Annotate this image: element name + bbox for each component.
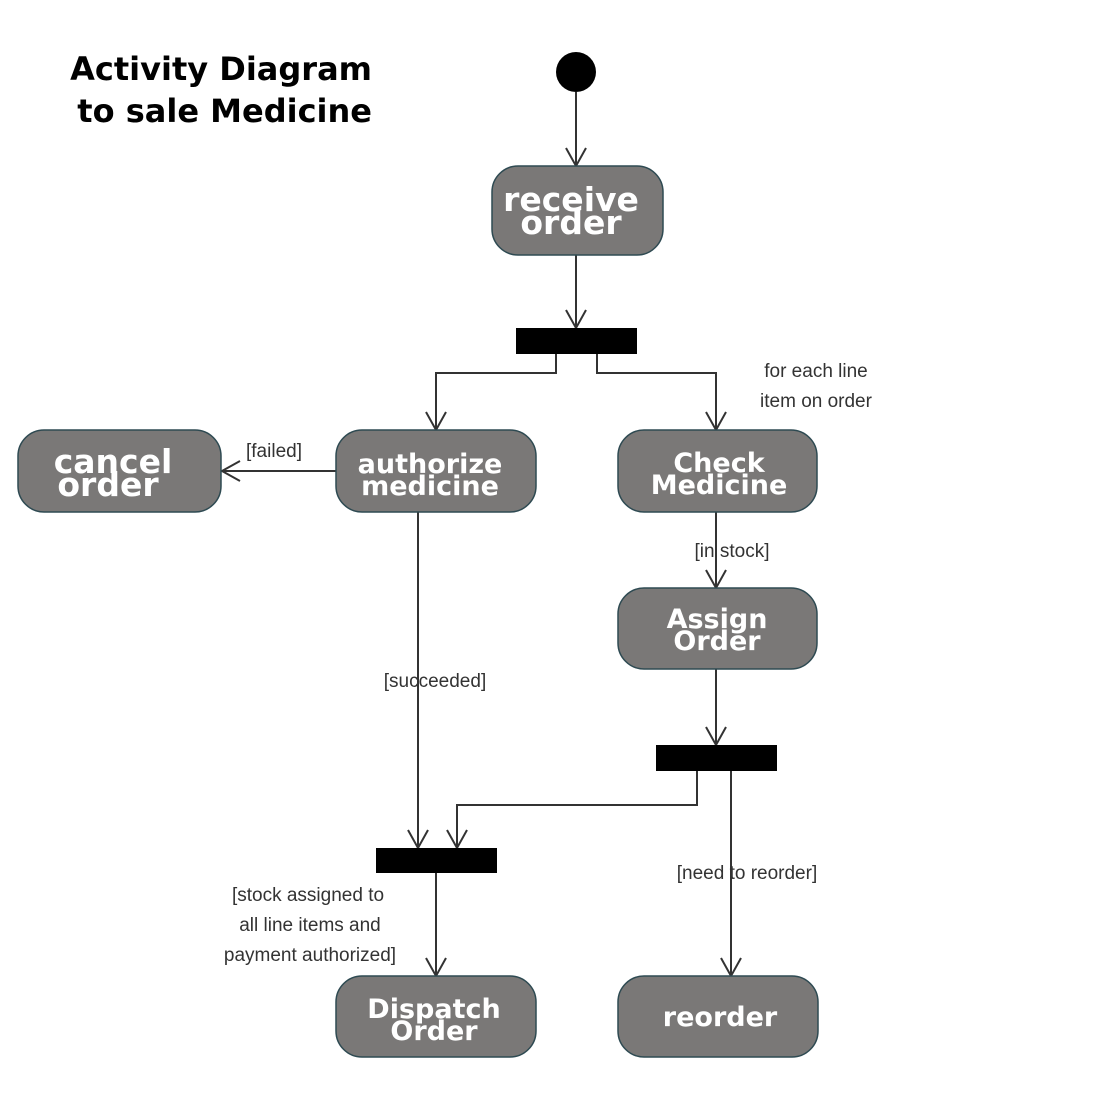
join-bar bbox=[376, 848, 497, 873]
node-box bbox=[335, 429, 537, 513]
action-assign-order: Assign Order bbox=[617, 587, 818, 670]
node-box bbox=[617, 587, 818, 670]
guard-need-to-reorder: [need to reorder] bbox=[677, 863, 817, 884]
diagram-title-line1: Activity Diagram bbox=[70, 50, 372, 88]
arrowhead bbox=[219, 460, 241, 482]
node-box bbox=[617, 975, 819, 1058]
action-cancel-order: cancel order bbox=[17, 429, 222, 513]
action-authorize-medicine: authorize medicine bbox=[335, 429, 537, 513]
action-dispatch-order: Dispatch Order bbox=[335, 975, 537, 1058]
node-box bbox=[17, 429, 222, 513]
node-label-line2: Order bbox=[673, 626, 761, 657]
node-box bbox=[491, 165, 664, 256]
diagram-title-line2: to sale Medicine bbox=[77, 92, 372, 130]
node-box bbox=[335, 975, 537, 1058]
node-label-line1: Check bbox=[673, 448, 765, 479]
node-label-line1: authorize bbox=[358, 449, 503, 480]
guard-stock-assigned-1: [stock assigned to bbox=[232, 885, 384, 906]
node-label-line1: Dispatch bbox=[367, 994, 500, 1025]
node-label-line2: order bbox=[57, 465, 159, 504]
node-label-line1: Assign bbox=[667, 604, 768, 635]
initial-node bbox=[556, 52, 596, 92]
node-label-line1: cancel bbox=[54, 442, 173, 481]
note-for-each-line-1: for each line bbox=[764, 361, 868, 382]
node-label-line2: medicine bbox=[361, 471, 499, 502]
node-label-line2: Medicine bbox=[651, 470, 788, 501]
node-label-line1: receive bbox=[503, 180, 639, 219]
action-check-medicine: Check Medicine bbox=[617, 429, 818, 513]
guard-succeeded: [succeeded] bbox=[384, 671, 486, 692]
node-box bbox=[617, 429, 818, 513]
action-receive-order: receive order bbox=[491, 165, 664, 256]
node-label: reorder bbox=[663, 1002, 778, 1033]
fork-bar-1 bbox=[516, 328, 637, 354]
edge-fork2-join bbox=[456, 771, 698, 848]
guard-failed: [failed] bbox=[246, 441, 302, 462]
edge-fork-authorize bbox=[435, 354, 557, 430]
node-label-line2: order bbox=[520, 203, 622, 242]
node-label-line2: Order bbox=[390, 1016, 478, 1047]
guard-stock-assigned-2: all line items and bbox=[239, 915, 381, 936]
guard-stock-assigned-3: payment authorized] bbox=[224, 945, 396, 966]
action-reorder: reorder bbox=[617, 975, 819, 1058]
edge-fork-check bbox=[596, 354, 717, 430]
note-for-each-line-2: item on order bbox=[760, 391, 873, 412]
guard-in-stock: [in stock] bbox=[695, 541, 770, 562]
fork-bar-2 bbox=[656, 745, 777, 771]
